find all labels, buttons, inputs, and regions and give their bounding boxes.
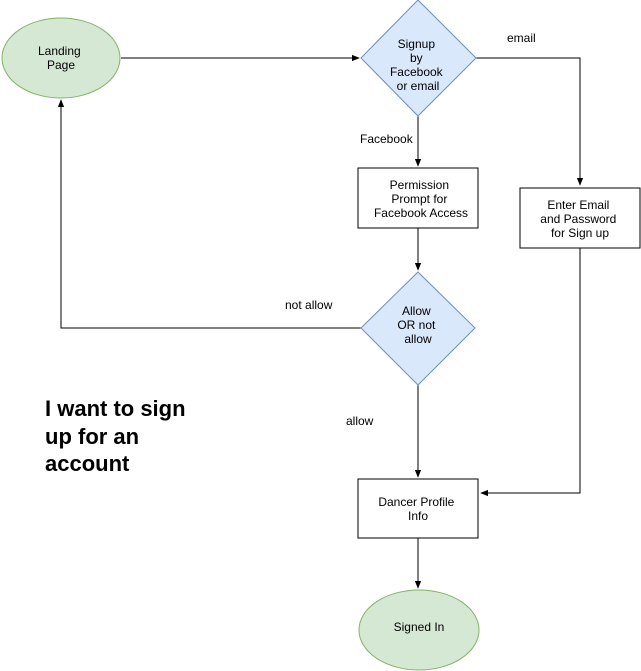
- node-landing-page-shape: [1, 17, 121, 99]
- diagram-title-line: account: [45, 451, 130, 476]
- edge-label-allow: allow: [346, 414, 374, 428]
- svg-text:Landing Page: Landing Page: [38, 44, 84, 72]
- node-signed-in-label-line: Signed In: [394, 620, 445, 634]
- node-email-entry-label-line: and Password: [540, 212, 616, 226]
- edge-label-not-allow: not allow: [285, 298, 333, 312]
- node-permission-prompt-label-line: Facebook Access: [374, 206, 468, 220]
- svg-text:Enter Email and Password: Enter Email and Password for Sign up: [540, 198, 619, 240]
- node-landing-page: Landing Page: [1, 17, 121, 99]
- edge-signup-to-email: [476, 57, 584, 186]
- svg-text:Dancer Profile Info: Dancer Profile Info: [378, 495, 457, 523]
- svg-text:Permission Prompt for: Permission Prompt for Facebook Access: [374, 178, 468, 220]
- node-dancer-profile-label-line: Info: [408, 509, 428, 523]
- node-signed-in: Signed In: [358, 589, 480, 671]
- node-signup-decision-label-line: Signup: [398, 37, 436, 51]
- edge-label-facebook: Facebook: [360, 132, 414, 146]
- node-signup-decision-label-line: or email: [397, 79, 440, 93]
- node-allow-decision-shape: [360, 271, 476, 386]
- node-signup-decision-shape: [360, 0, 477, 117]
- diagram-title-line: I want to sign: [45, 396, 186, 421]
- node-allow-decision-label-line: allow: [404, 332, 432, 346]
- node-permission-prompt-label-line: Prompt for: [391, 192, 447, 206]
- node-signed-in-shape: [358, 589, 480, 671]
- node-permission-prompt-shape: [357, 167, 479, 229]
- node-email-entry-label-line: for Sign up: [551, 226, 609, 240]
- node-permission-prompt: Permission Prompt for Facebook Access: [357, 167, 479, 229]
- node-email-entry-shape: [519, 187, 641, 249]
- node-dancer-profile-label-line: Dancer Profile: [378, 495, 454, 509]
- node-allow-decision: Allow OR not allow: [360, 271, 476, 386]
- svg-text:I want to sign up for an: I want to sign up for an account: [45, 396, 192, 476]
- node-email-entry-label-line: Enter Email: [547, 198, 609, 212]
- node-allow-decision-label-line: Allow: [402, 304, 431, 318]
- edges: [57, 54, 584, 589]
- edge-allow-to-landing: [57, 99, 361, 329]
- edge-labels: email Facebook not allow allow: [285, 31, 536, 428]
- node-landing-page-label-line: Page: [47, 58, 75, 72]
- node-dancer-profile: Dancer Profile Info: [357, 478, 479, 539]
- svg-text:Signup by Facebook: Signup by Facebook or email: [390, 37, 446, 93]
- node-landing-page-label-line: Landing: [38, 44, 81, 58]
- node-dancer-profile-shape: [357, 478, 479, 539]
- node-permission-prompt-label-line: Permission: [390, 178, 449, 192]
- diagram-title: I want to sign up for an account: [45, 396, 192, 476]
- svg-text:Allow OR not allow: Allow OR not allow: [397, 304, 438, 346]
- diagram-title-line: up for an: [45, 424, 139, 449]
- node-signup-decision: Signup by Facebook or email: [360, 0, 477, 117]
- node-signup-decision-label-line: by: [410, 51, 423, 65]
- node-email-entry: Enter Email and Password for Sign up: [519, 187, 641, 249]
- edge-label-email: email: [507, 31, 536, 45]
- edge-email-to-profile: [480, 248, 581, 497]
- node-signup-decision-label-line: Facebook: [390, 65, 444, 79]
- svg-text:Signed In: Signed In: [394, 620, 445, 634]
- node-allow-decision-label-line: OR not: [397, 318, 436, 332]
